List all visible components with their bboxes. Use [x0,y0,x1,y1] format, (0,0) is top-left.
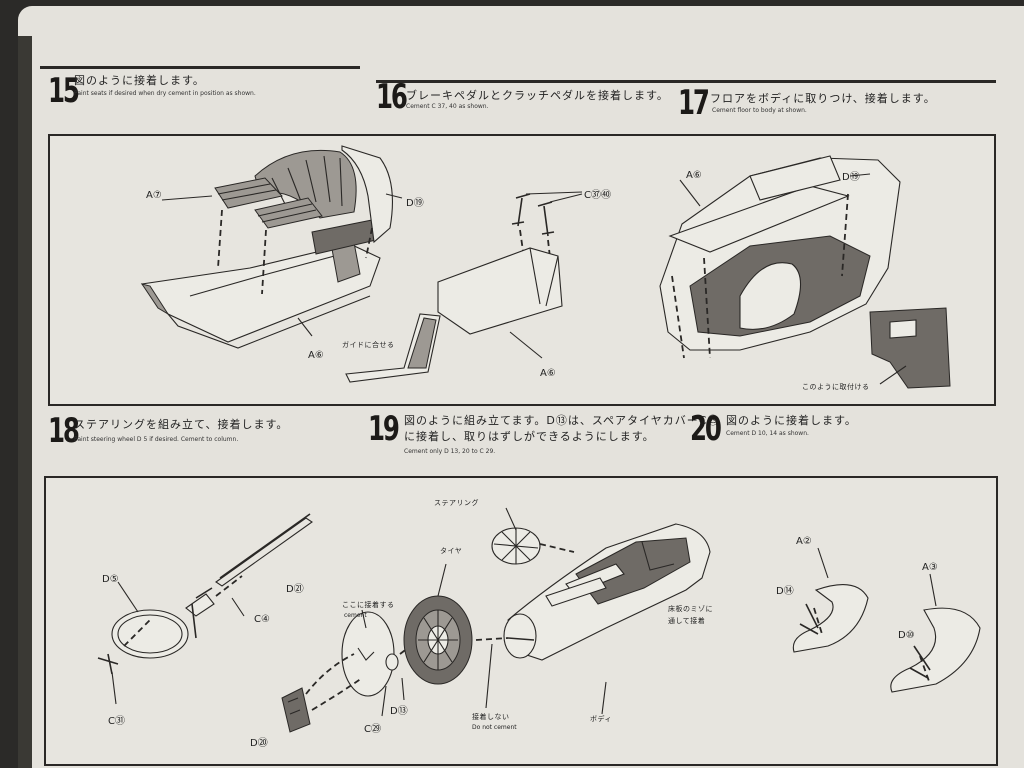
part-label: C④ [254,614,270,625]
step-number: 19 [368,409,400,449]
upper-illustration [140,145,951,389]
brake-pedal [511,193,531,227]
tire-bracket-d20 [281,687,311,733]
floor-pan [140,243,381,343]
part-label: D⑲ [842,172,860,183]
part-label: D⑬ [390,706,408,717]
part-label: D⑲ [406,198,424,209]
fender-a3 [890,607,981,693]
seat-back [254,149,357,219]
step-instruction-jp: ステアリングを組み立て、接着します。 [74,418,289,431]
page-binding [18,36,32,768]
step-number: 16 [376,77,408,117]
spare-tire-cover-c29 [341,611,395,697]
lower-illustration [97,507,981,733]
part-label: A⑥ [686,170,702,181]
steering-wheel-d5 [111,609,189,659]
no-cement-note-en: Do not cement [472,724,517,731]
step-instruction-jp: 図のように接着します。 [726,414,857,427]
cement-here-note: ここに接着する [342,601,395,609]
step-instruction-jp: ブレーキペダルとクラッチペダルを接着します。 [406,89,669,102]
part-label: タイヤ [440,547,463,555]
attach-note: このように取付ける [802,383,870,391]
part-label: C㉛ [108,716,125,727]
floor-section [437,247,563,335]
seat-cushion-right [254,197,323,229]
cement-here-note-en: cement [344,612,367,619]
part-label: A⑥ [308,350,324,361]
step-instruction-jp: 図のように接着します。 [74,74,205,87]
part-label: A⑦ [146,190,162,201]
step-instruction-en: Paint steering wheel D 5 if desired. Cem… [74,436,239,443]
header-rule [376,80,996,83]
part-label: D⑭ [776,586,794,597]
part-label: D㉑ [286,584,304,595]
clutch-pedal [537,201,555,237]
step-instruction-en: Cement C 37, 40 as shown. [406,103,489,110]
part-label: D⑩ [898,630,915,641]
part-label: ボディ [590,715,613,723]
part-label: C㉙ [364,724,381,735]
step-number: 17 [678,83,710,123]
step-number: 15 [48,71,80,111]
fender-a2 [792,584,869,653]
steering-column [219,513,311,579]
upper-illustration-frame: A⑦ D⑲ A⑥ ガイドに合せる C㊲㊵ A⑥ A⑥ D⑲ このように取付ける [48,134,996,406]
part-label: A② [796,536,812,547]
step-instruction-en: Cement D 10, 14 as shown. [726,430,809,437]
step-instruction-en: Cement floor to body at shown. [712,107,807,114]
step-number: 18 [48,411,80,451]
part-label: A③ [922,562,938,573]
lower-illustration-frame: D⑤ D㉑ C④ C㉛ ステアリング タイヤ ここに接着する cement D⑬… [44,476,998,766]
part-label: ステアリング [434,499,479,507]
seat-cushion-left [214,177,283,209]
floor-groove-note: 床板のミゾに [668,605,713,613]
part-label: D⑳ [250,738,268,749]
step-instruction-jp: に接着し、取りはずしができるようにします。 [404,430,655,443]
step-number: 20 [690,409,722,449]
part-label: A⑥ [540,368,556,379]
part-label: D⑤ [102,574,119,585]
floor-groove-note: 通して接着 [668,617,706,625]
step-instruction-jp: フロアをボディに取りつけ、接着します。 [710,92,936,105]
no-cement-note: 接着しない [472,713,510,721]
step-instruction-en: Paint seats if desired when dry cement i… [74,90,256,97]
part-label: C㊲㊵ [584,190,611,201]
instruction-sheet: 15 図のように接着します。 Paint seats if desired wh… [18,6,1024,768]
guide-note: ガイドに合せる [342,341,395,349]
step-instruction-jp: 図のように組み立てます。D⑬は、スペアタイヤカバーC㉙ [404,414,720,427]
header-rule [40,66,360,69]
step-instruction-en: Cement only D 13, 20 to C 29. [404,448,496,455]
